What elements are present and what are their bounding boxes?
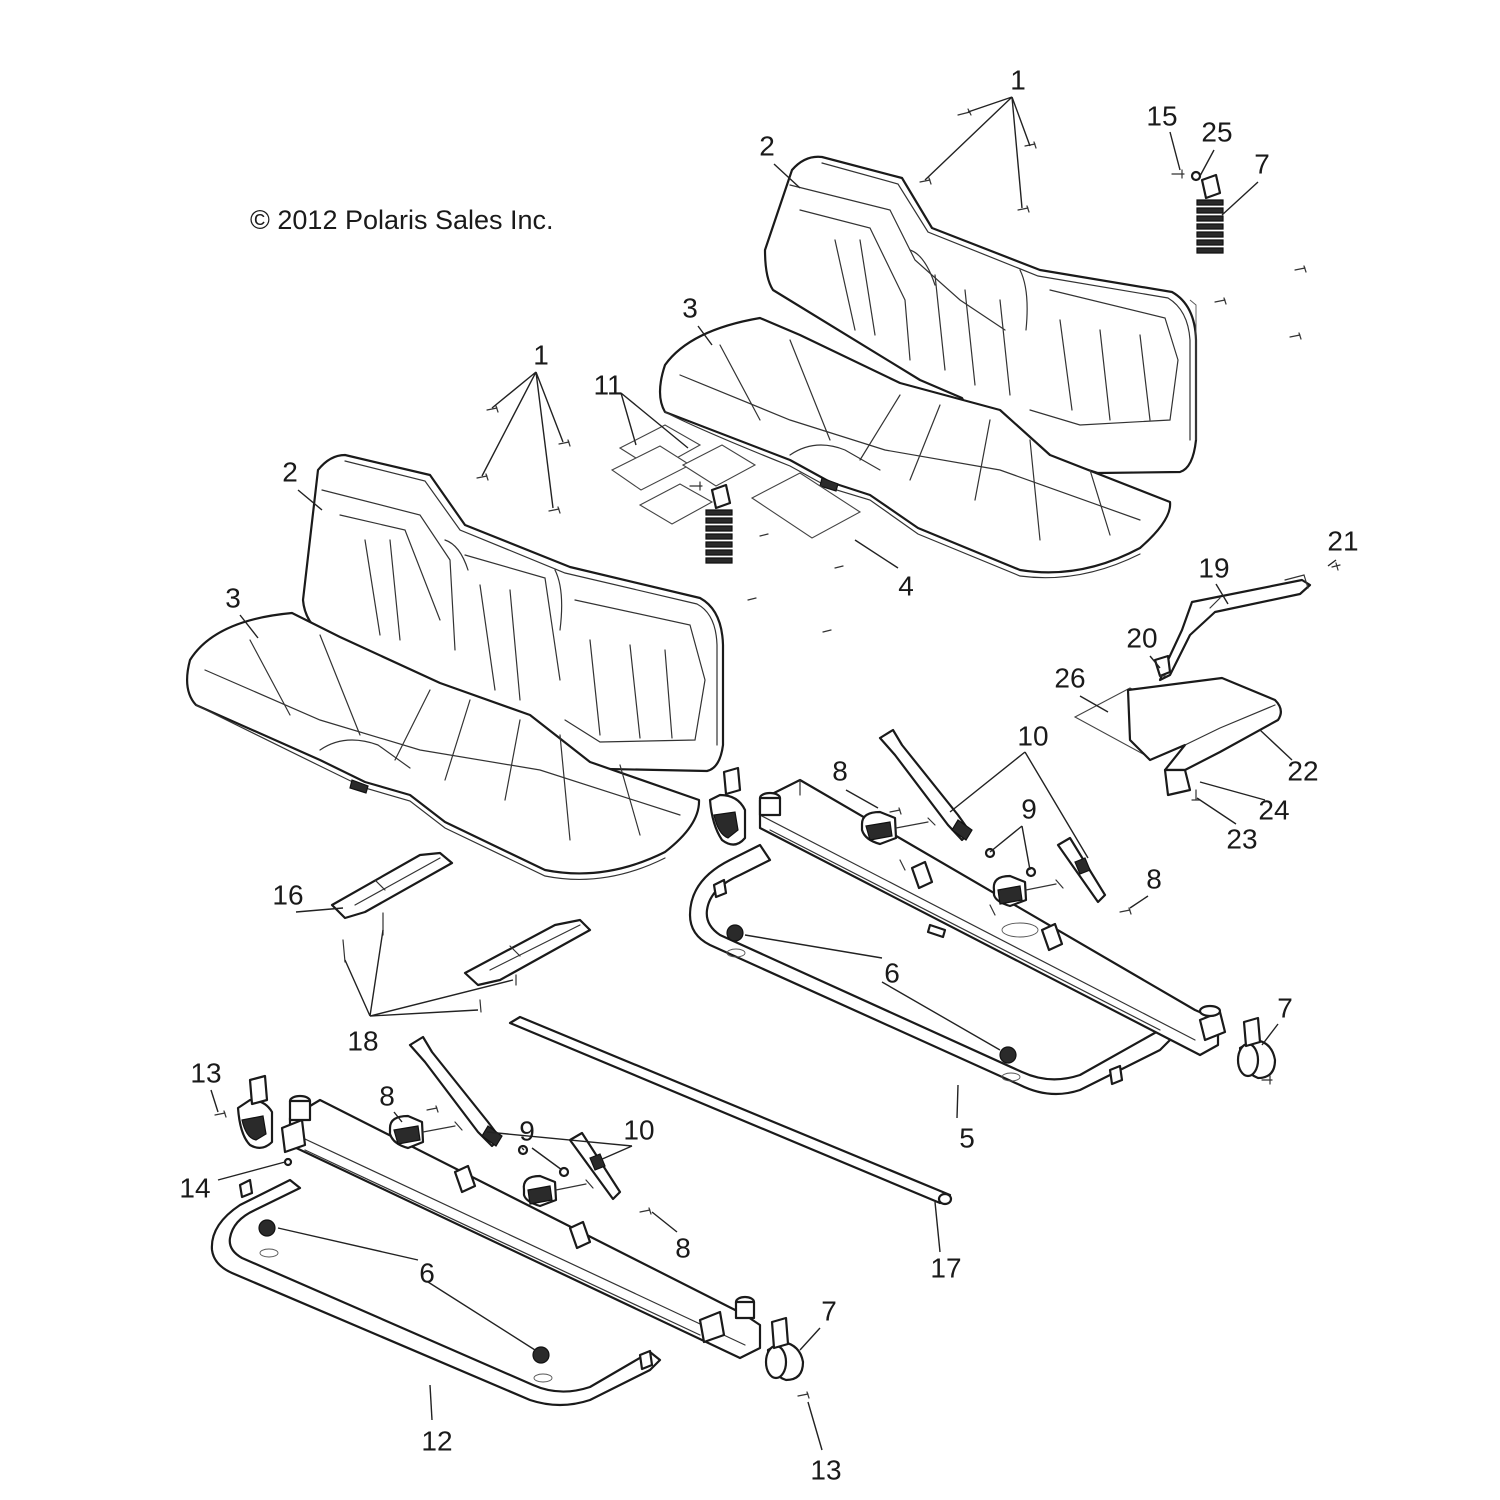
callout-18: 18 [347, 1025, 378, 1056]
callout-13: 13 [810, 1454, 841, 1485]
callout-20: 20 [1126, 622, 1157, 653]
support-tube [508, 1015, 953, 1206]
callout-15: 15 [1146, 100, 1177, 131]
front-side-mount [764, 1316, 810, 1399]
callout-2: 2 [759, 130, 775, 161]
decals [610, 392, 862, 539]
rear-seat-spring [1171, 169, 1224, 254]
callout-6: 6 [884, 957, 900, 988]
callout-7: 7 [821, 1295, 837, 1326]
callout-3: 3 [225, 582, 241, 613]
front-seat-spring [689, 481, 844, 633]
copyright-notice: © 2012 Polaris Sales Inc. [250, 205, 554, 235]
front-seat-screws [476, 405, 571, 514]
callout-10: 10 [623, 1114, 654, 1145]
callout-25: 25 [1201, 116, 1232, 147]
front-seat-base-frame [210, 1094, 762, 1407]
rear-side-mount [1236, 1016, 1277, 1085]
front-seat-backrest [301, 453, 725, 773]
callout-12: 12 [421, 1425, 452, 1456]
rear-seat-backrest [763, 155, 1198, 475]
callout-3: 3 [682, 292, 698, 323]
callout-7: 7 [1277, 992, 1293, 1023]
callout-21: 21 [1327, 525, 1358, 556]
callout-8: 8 [1146, 863, 1162, 894]
cover-bracket-assembly [1073, 562, 1341, 801]
rear-seat-cushion [658, 316, 1172, 579]
callout-8: 8 [379, 1080, 395, 1111]
callout-1: 1 [533, 339, 549, 370]
callout-14: 14 [179, 1172, 210, 1203]
callout-9: 9 [1021, 793, 1037, 824]
hinge-brackets [330, 851, 592, 1013]
callout-4: 4 [898, 570, 914, 601]
callout-9: 9 [519, 1115, 535, 1146]
callout-5: 5 [959, 1122, 975, 1153]
leader-lines [210, 96, 1337, 1451]
callout-10: 10 [1017, 720, 1048, 751]
front-seat-belts [214, 1035, 652, 1215]
callout-2: 2 [282, 456, 298, 487]
rear-seat-belts [708, 728, 1132, 915]
callout-16: 16 [272, 879, 303, 910]
callout-19: 19 [1198, 552, 1229, 583]
callout-8: 8 [675, 1232, 691, 1263]
callout-8: 8 [832, 755, 848, 786]
callout-6: 6 [419, 1257, 435, 1288]
front-seat-cushion [185, 611, 701, 880]
callout-1: 1 [1010, 64, 1026, 95]
callout-17: 17 [930, 1252, 961, 1283]
callout-7: 7 [1254, 148, 1270, 179]
callout-11: 11 [593, 369, 622, 400]
callout-13: 13 [190, 1057, 221, 1088]
callout-26: 26 [1054, 662, 1085, 693]
callout-22: 22 [1287, 755, 1318, 786]
rear-seat-base-frame [688, 778, 1227, 1096]
callout-24: 24 [1258, 794, 1289, 825]
callout-23: 23 [1226, 823, 1257, 854]
